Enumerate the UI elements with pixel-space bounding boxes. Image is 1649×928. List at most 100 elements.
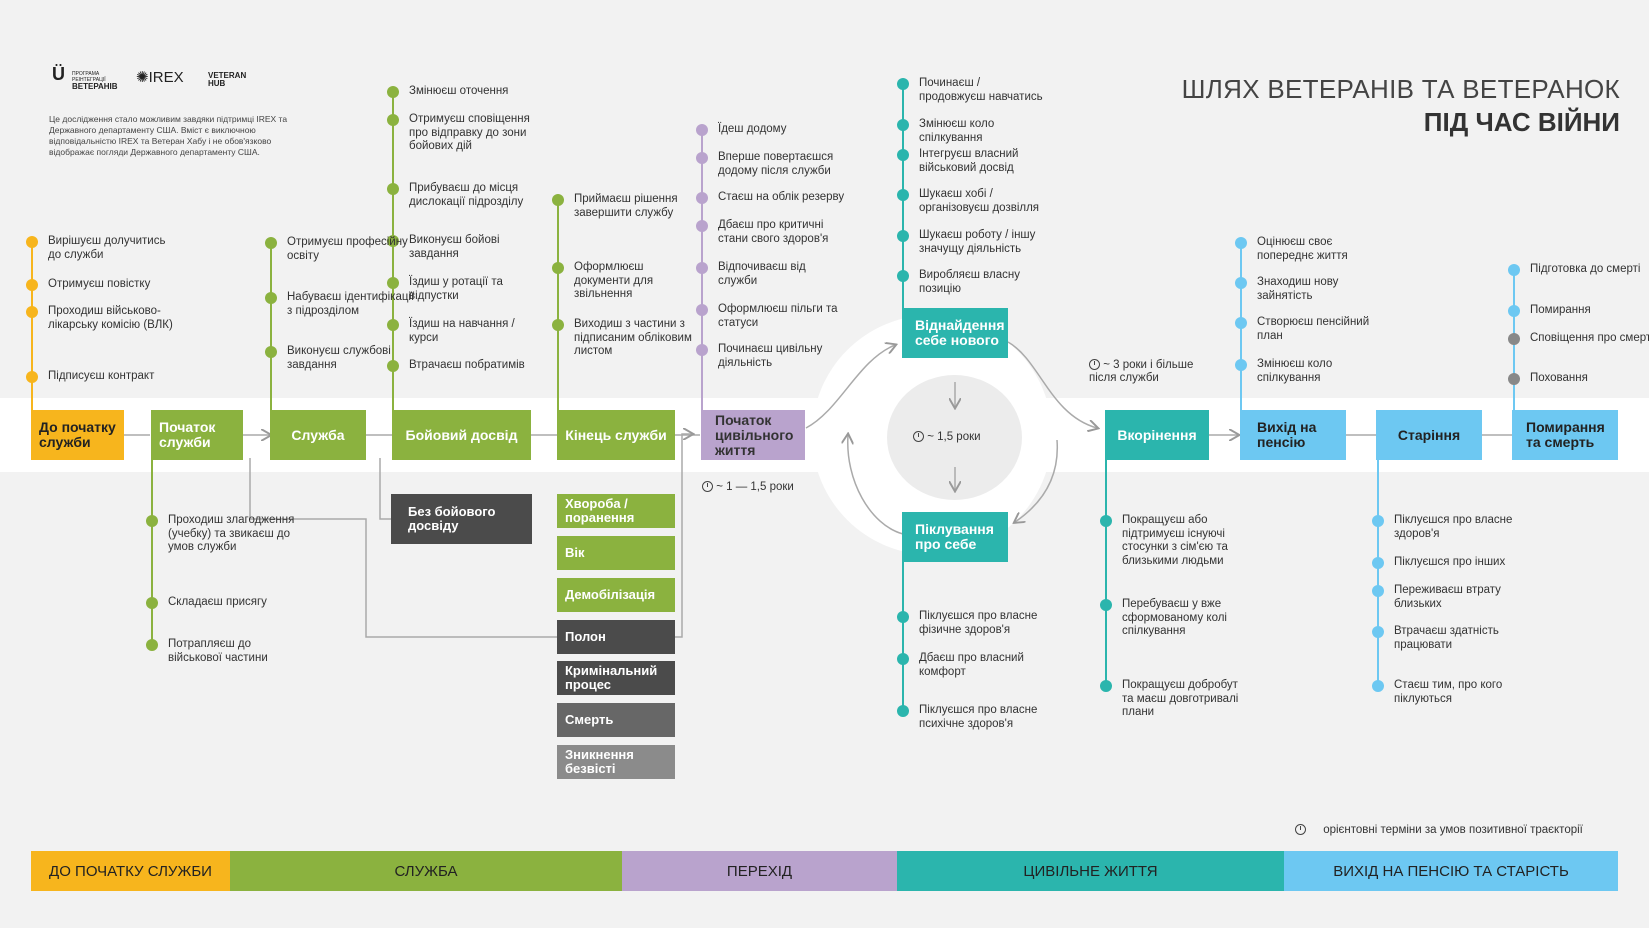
step-before-2: Проходиш військово-лікарську комісію (ВЛ… [48, 305, 173, 331]
stage-before-service: До початку служби [31, 410, 124, 460]
step-start-0: Проходиш злагодження (учебку) та звикаєш… [168, 514, 295, 553]
exit-captivity: Полон [557, 620, 675, 654]
duration-cycle: ~ 1,5 роки [913, 431, 981, 443]
step-before-3: Підписуєш контракт [48, 370, 155, 382]
step-civil-start-5: Оформлюєш пільги та статуси [718, 303, 838, 329]
timeline-dot [1508, 264, 1520, 276]
timeline-dot [696, 344, 708, 356]
step-retire-3: Змінюєш коло спілкування [1257, 358, 1333, 384]
step-start-2: Потрапляєш до військової частини [168, 638, 268, 664]
stage-combat: Бойовий досвід [392, 410, 531, 460]
timeline-dot [387, 319, 399, 331]
timeline-dot [26, 279, 38, 291]
timeline-dot [1508, 305, 1520, 317]
stage-service-start: Початок служби [151, 410, 243, 460]
timeline-dot [1372, 585, 1384, 597]
timeline-dot [26, 371, 38, 383]
step-aging-4: Стаєш тим, про кого піклуються [1394, 679, 1503, 705]
timeline-dot [897, 653, 909, 665]
step-before-0: Вирішуєш долучитись до служби [48, 235, 166, 261]
no-combat-box: Без бойового досвіду [391, 494, 532, 544]
line-aging [1377, 458, 1379, 686]
step-self-find-3: Шукаєш хобі / організовуєш дозвілля [919, 188, 1040, 214]
phase-retirement-aging: ВИХІД НА ПЕНСІЮ ТА СТАРІСТЬ [1284, 851, 1618, 891]
phase-service: СЛУЖБА [230, 851, 622, 891]
program-logo-text: ПРОГРАМА РЕІНТЕГРАЦІЇ ВЕТЕРАНІВ [72, 71, 118, 91]
program-logo-icon: Ü [52, 64, 65, 84]
step-end-2: Виходиш з частини з підписаним обліковим… [574, 318, 692, 357]
timeline-dot [1372, 626, 1384, 638]
step-combat-2: Прибуваєш до місця дислокації підрозділу [409, 182, 524, 208]
step-before-1: Отримуєш повістку [48, 278, 151, 290]
step-self-find-0: Починаєш / продовжуєш навчатись [919, 77, 1043, 103]
timeline-dot [387, 360, 399, 372]
legend-note-text: орієнтовні терміни за умов позитивної тр… [1323, 824, 1583, 836]
page-title-line2: ПІД ЧАС ВІЙНИ [1423, 107, 1620, 137]
disclaimer: Це дослідження стало можливим завдяки пі… [49, 114, 288, 157]
step-retire-2: Створюєш пенсійний план [1257, 316, 1370, 342]
stage-retire: Вихід на пенсію [1240, 410, 1346, 460]
phase-civil-life: ЦИВІЛЬНЕ ЖИТТЯ [897, 851, 1284, 891]
step-civil-start-3: Дбаєш про критичні стани свого здоров'я [718, 219, 829, 245]
duration-rooting-text: ~ 3 роки і більше після служби [1089, 359, 1194, 384]
timeline-dot [1372, 557, 1384, 569]
stage-service-end: Кінець служби [557, 410, 675, 460]
step-combat-4: Їздиш у ротації та відпустки [409, 276, 503, 302]
step-rooting-2: Покращуєш добробут та маєш довготривалі … [1122, 679, 1239, 718]
timeline-dot [146, 639, 158, 651]
timeline-dot [1235, 237, 1247, 249]
line-start [151, 458, 153, 648]
step-service-2: Виконуєш службові завдання [287, 345, 391, 371]
step-service-1: Набуваєш ідентифікації з підрозділом [287, 291, 415, 317]
step-self-care-1: Дбаєш про власний комфорт [919, 652, 1024, 678]
step-start-1: Складаєш присягу [168, 596, 267, 608]
step-aging-2: Переживаєш втрату близьких [1394, 584, 1501, 610]
timeline-dot [897, 189, 909, 201]
stage-service: Служба [270, 410, 366, 460]
step-aging-0: Піклуєшся про власне здоров'я [1394, 514, 1513, 540]
irex-logo-icon: ✺ [136, 69, 149, 86]
legend-note: орієнтовні терміни за умов позитивної тр… [1295, 824, 1583, 836]
duration-transition-text: ~ 1 — 1,5 роки [716, 481, 794, 493]
timeline-dot [696, 304, 708, 316]
step-civil-start-2: Стаєш на облік резерву [718, 191, 845, 203]
timeline-dot [1235, 359, 1247, 371]
timeline-dot [696, 262, 708, 274]
step-death-0: Підготовка до смерті [1530, 263, 1641, 275]
step-retire-0: Оцінюєш своє попереднє життя [1257, 236, 1348, 262]
step-combat-6: Втрачаєш побратимів [409, 359, 525, 371]
step-death-1: Помирання [1530, 304, 1591, 316]
clock-icon [702, 481, 713, 493]
exit-age: Вік [557, 536, 675, 570]
stage-self-care: Піклування про себе [902, 512, 1008, 562]
step-combat-3: Виконуєш бойові завдання [409, 234, 500, 260]
step-civil-start-4: Відпочиваєш від служби [718, 261, 806, 287]
step-rooting-1: Перебуваєш у вже сформованому колі спілк… [1122, 598, 1227, 637]
phase-transition: ПЕРЕХІД [622, 851, 897, 891]
step-retire-1: Знаходиш нову зайнятість [1257, 276, 1339, 302]
timeline-dot [26, 236, 38, 248]
step-self-find-1: Змінюєш коло спілкування [919, 118, 995, 144]
step-death-3: Поховання [1530, 372, 1588, 384]
timeline-dot [1372, 680, 1384, 692]
line-end [557, 200, 559, 410]
exit-illness: Хвороба / поранення [557, 494, 675, 528]
timeline-dot [696, 192, 708, 204]
line-rooting [1105, 458, 1107, 686]
step-rooting-0: Покращуєш або підтримуєш існуючі стосунк… [1122, 514, 1228, 567]
step-death-2: Сповіщення про смерть [1530, 332, 1649, 344]
timeline-dot [552, 262, 564, 274]
timeline-dot [897, 270, 909, 282]
timeline-dot [552, 194, 564, 206]
timeline-dot [387, 183, 399, 195]
stage-civil-start: Початок цивільного життя [701, 410, 805, 460]
timeline-dot [696, 152, 708, 164]
timeline-dot [897, 149, 909, 161]
timeline-dot [1508, 373, 1520, 385]
timeline-dot [387, 86, 399, 98]
timeline-dot [26, 306, 38, 318]
timeline-dot [265, 237, 277, 249]
line-service [270, 243, 272, 411]
timeline-dot [1100, 515, 1112, 527]
step-end-0: Приймаєш рішення завершити службу [574, 193, 678, 219]
